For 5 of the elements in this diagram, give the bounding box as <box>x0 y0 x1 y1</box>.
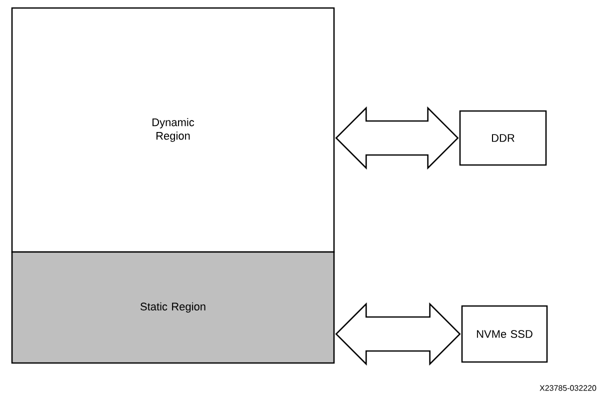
region-box: Static Region <box>11 251 335 364</box>
figure-id: X23785-032220 <box>540 385 596 391</box>
region-box: NVMe SSD <box>461 305 548 363</box>
region-box: DDR <box>459 110 547 166</box>
region-box: Dynamic Region <box>11 7 335 253</box>
